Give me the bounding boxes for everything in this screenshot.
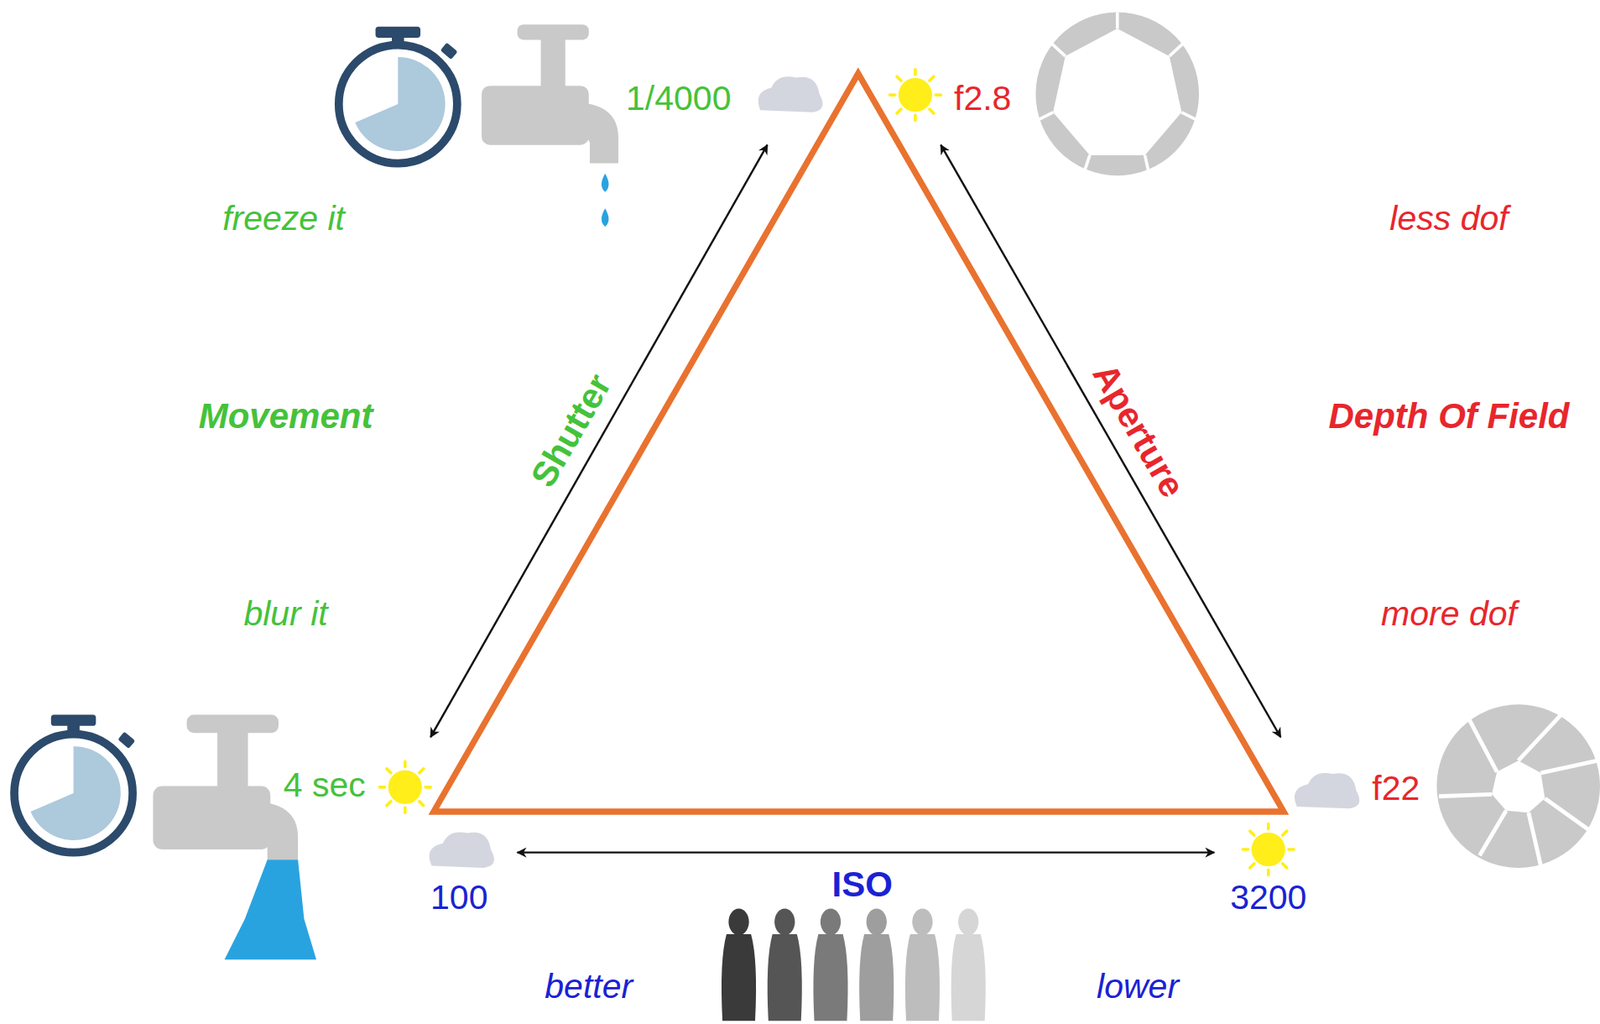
effect-note: blur it bbox=[243, 595, 328, 634]
shutter-value: 4 sec bbox=[283, 766, 366, 805]
aperture-open bbox=[1035, 12, 1199, 177]
stopwatch-bottom bbox=[14, 714, 136, 852]
effect-note: less dof bbox=[1389, 200, 1508, 239]
aperture-closed bbox=[1436, 703, 1600, 868]
effect-note: freeze it bbox=[222, 200, 345, 239]
effect-note: lower bbox=[1096, 968, 1179, 1006]
effect-note: more dof bbox=[1381, 595, 1517, 634]
aperture-value: f22 bbox=[1371, 770, 1420, 808]
cloud bbox=[429, 76, 1361, 868]
property-heading: Depth Of Field bbox=[1328, 396, 1570, 436]
iso-value: 3200 bbox=[1229, 879, 1307, 918]
iso-value: 100 bbox=[430, 879, 488, 918]
iso-arrow bbox=[517, 850, 1215, 853]
stopwatch-top bbox=[338, 26, 459, 164]
tap-top bbox=[481, 24, 619, 227]
shutter-value: 1/4000 bbox=[625, 79, 731, 118]
shutter-arrow bbox=[430, 145, 767, 737]
side-label: Aperture bbox=[1085, 357, 1194, 505]
property-heading: Movement bbox=[198, 396, 374, 436]
sun bbox=[379, 69, 1294, 876]
aperture-arrow bbox=[940, 145, 1281, 737]
effect-note: better bbox=[544, 968, 633, 1006]
side-label: ISO bbox=[832, 865, 893, 904]
tap-bottom bbox=[152, 714, 317, 959]
silhouettes bbox=[721, 908, 986, 1022]
triangle bbox=[433, 73, 1284, 812]
aperture-value: f2.8 bbox=[953, 79, 1012, 118]
